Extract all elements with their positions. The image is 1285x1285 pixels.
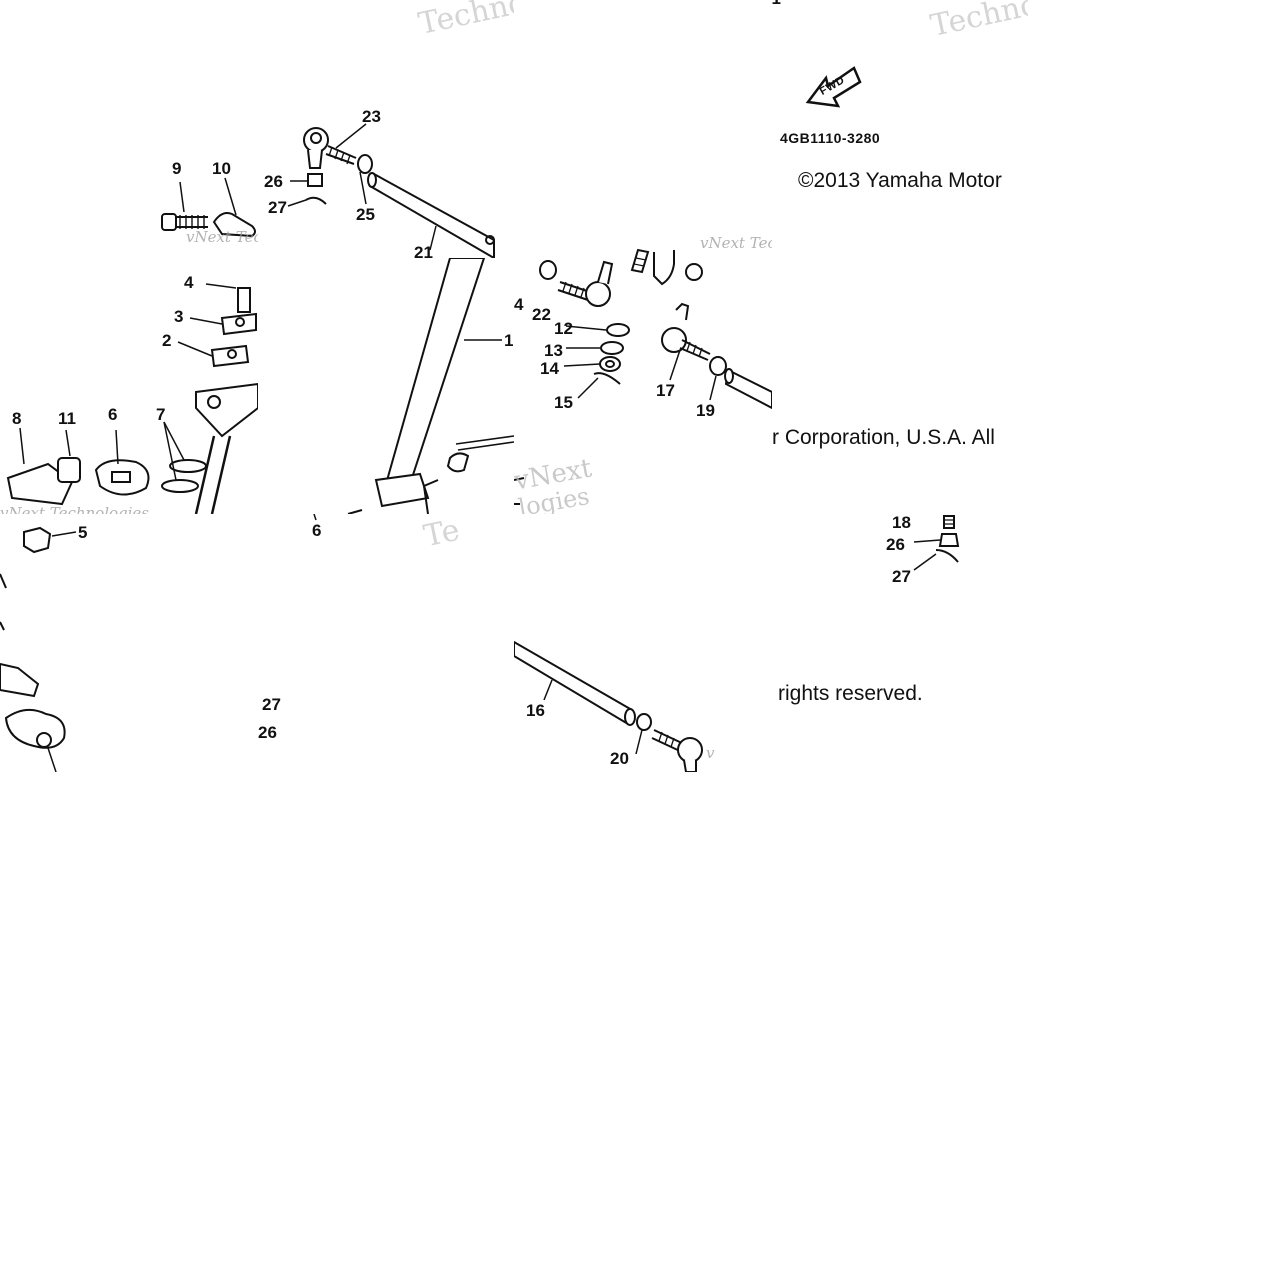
callout-6-lower: 6 [312, 521, 322, 540]
watermark: Techno [927, 0, 1028, 44]
callout-13: 13 [544, 341, 563, 360]
callout-10: 10 [212, 159, 231, 178]
callout-4: 4 [184, 273, 194, 292]
callout-23: 23 [362, 107, 381, 126]
copyright-line-3: rights reserved. [778, 682, 923, 705]
tile-middle-left-drawing [6, 283, 258, 514]
callout-26-far-right: 26 [886, 535, 905, 554]
callout-11: 11 [58, 409, 76, 428]
tile-middle-left: 4 3 2 8 11 6 7 vNext Technologies [0, 258, 258, 514]
tile-middle-right-drawing [514, 248, 772, 505]
tile-top-left: 9 10 vNext Technologies [0, 0, 258, 258]
callout-19: 19 [696, 401, 715, 420]
tile-top-middle: Techno 23 26 27 25 21 [258, 0, 514, 258]
callout-1: 1 [504, 331, 514, 350]
callout-4-right: 4 [514, 295, 524, 314]
callout-22: 22 [532, 305, 551, 324]
part-code: 4GB1110-3280 [780, 130, 881, 146]
callout-8: 8 [12, 409, 22, 428]
callout-16: 16 [526, 701, 545, 720]
watermark: Te [420, 514, 463, 555]
callout-7: 7 [156, 405, 166, 424]
callout-12: 12 [554, 319, 573, 338]
fwd-arrow-icon [805, 66, 862, 108]
tile-lower-right-drawing [514, 640, 703, 772]
tile-lower-middle: 6 Te 27 26 v [258, 514, 514, 772]
callout-27-far-right: 27 [892, 567, 911, 586]
copyright-line-2: r Corporation, U.S.A. All [772, 426, 995, 449]
callout-3: 3 [174, 307, 184, 326]
callout-21-partial: 21 [772, 0, 781, 7]
copyright-line-1: ©2013 Yamaha Motor [798, 169, 1002, 192]
callout-6: 6 [108, 405, 118, 424]
tile-top-right: Techno 21 2 FWD 4GB1110-3280 ©2013 Yamah… [772, 0, 1028, 258]
callout-27: 27 [268, 198, 287, 217]
callout-26-lower: 26 [258, 723, 277, 742]
callout-25: 25 [356, 205, 375, 224]
callout-20: 20 [610, 749, 629, 768]
tile-center: 1 [258, 258, 514, 514]
tile-lower-left-drawing [0, 526, 77, 772]
tile-middle-right: 4 22 12 13 14 15 17 19 vNext Technologie… [514, 230, 772, 514]
tile-lower-left: 5 [0, 514, 258, 772]
watermark: vNext Technologies [186, 228, 258, 246]
tile-top-middle-drawing [287, 123, 495, 258]
callout-5: 5 [78, 523, 88, 542]
watermark: v [706, 744, 715, 762]
tile-copyright-middle: r Corporation, U.S.A. All [772, 258, 1028, 514]
callout-18: 18 [892, 514, 911, 532]
watermark: vNext Technologies [0, 504, 150, 514]
callout-9: 9 [172, 159, 182, 178]
callout-14: 14 [540, 359, 559, 378]
callout-27-lower: 27 [262, 695, 281, 714]
tile-lower-right: 16 20 v [514, 514, 772, 772]
callout-26: 26 [264, 172, 283, 191]
tile-center-drawing [347, 258, 514, 514]
callout-15: 15 [554, 393, 573, 412]
tile-lower-middle-drawing [313, 514, 317, 521]
callout-2: 2 [162, 331, 172, 350]
tile-lower-far-right-drawing [913, 515, 960, 571]
tile-lower-far-right: 18 26 27 rights reserved. [772, 514, 1028, 772]
watermark: vNext Technologies [700, 234, 772, 252]
callout-21: 21 [414, 243, 433, 258]
tile-top-left-drawing [161, 177, 256, 238]
callout-17: 17 [656, 381, 675, 400]
